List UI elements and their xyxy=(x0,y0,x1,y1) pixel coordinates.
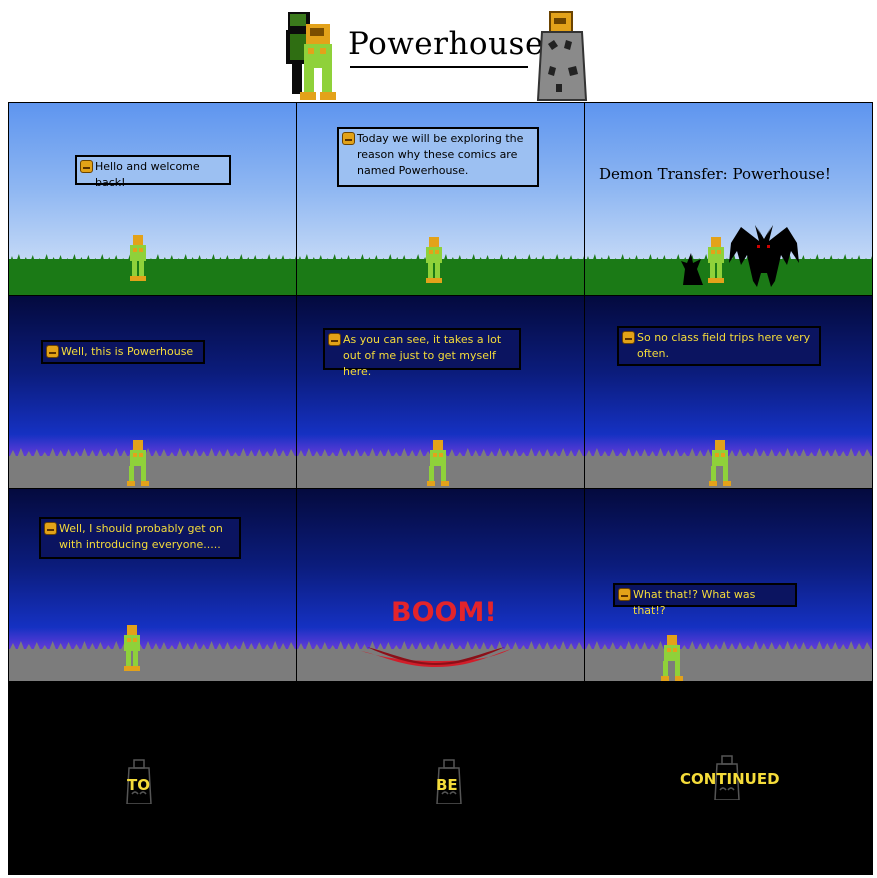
hero-figure xyxy=(708,237,724,283)
hero-figure xyxy=(124,625,140,671)
panel-4-1: TO xyxy=(8,681,297,875)
speech-bubble: Hello and welcome back! xyxy=(75,155,231,189)
panel-2-2: As you can see, it takes a lot out of me… xyxy=(296,295,585,489)
road-ground xyxy=(9,456,296,488)
speech-bubble: Well, this is Powerhouse xyxy=(41,340,205,364)
character-portrait-icon xyxy=(618,588,631,601)
speech-text: As you can see, it takes a lot out of me… xyxy=(343,333,502,378)
ending-word: CONTINUED xyxy=(680,770,780,788)
speech-bubble: So no class field trips here very often. xyxy=(617,326,821,366)
grass-ground xyxy=(9,259,296,295)
grass-ground xyxy=(297,259,584,295)
road-ground xyxy=(585,649,872,681)
comic-grid: Hello and welcome back! Today we will be… xyxy=(8,102,873,875)
ending-word: TO xyxy=(127,776,150,794)
character-portrait-icon xyxy=(80,160,93,173)
road-ground xyxy=(9,649,296,681)
ending-word: BE xyxy=(436,776,458,794)
hero-sprite xyxy=(286,12,336,100)
speech-bubble: Today we will be exploring the reason wh… xyxy=(337,127,539,187)
panel-1-1: Hello and welcome back! xyxy=(8,102,297,296)
hero-figure xyxy=(426,237,442,283)
comic-header: Powerhouse xyxy=(0,0,877,102)
character-portrait-icon xyxy=(46,345,59,358)
speech-bubble: What that!? What was that!? xyxy=(613,583,797,617)
panel-4-3: CONTINUED xyxy=(584,681,873,875)
hero-figure xyxy=(709,440,731,486)
panel-2-1: Well, this is Powerhouse xyxy=(8,295,297,489)
speech-text: Well, this is Powerhouse xyxy=(61,345,194,358)
panel-3-2: BOOM! xyxy=(296,488,585,682)
grass-ground xyxy=(585,259,872,295)
speech-text: Today we will be exploring the reason wh… xyxy=(357,132,524,177)
character-portrait-icon xyxy=(342,132,355,145)
explosion-burst xyxy=(361,647,511,667)
speech-text: Hello and welcome back! xyxy=(95,160,200,189)
panel-2-3: So no class field trips here very often. xyxy=(584,295,873,489)
hero-figure xyxy=(130,235,146,281)
speech-bubble: Well, I should probably get on with intr… xyxy=(39,517,241,559)
panel-caption: Demon Transfer: Powerhouse! xyxy=(599,165,831,183)
panel-1-3: Demon Transfer: Powerhouse! xyxy=(584,102,873,296)
hero-figure xyxy=(661,635,683,681)
character-portrait-icon xyxy=(44,522,57,535)
demon-silhouette xyxy=(729,225,799,287)
comic-title: Powerhouse xyxy=(348,26,544,62)
character-portrait-icon xyxy=(622,331,635,344)
panel-1-2: Today we will be exploring the reason wh… xyxy=(296,102,585,296)
panel-3-3: What that!? What was that!? xyxy=(584,488,873,682)
hero-figure xyxy=(127,440,149,486)
tombstone-icon xyxy=(436,759,462,804)
tombstone-icon xyxy=(126,759,152,804)
demon-silhouette xyxy=(681,253,703,285)
title-underline xyxy=(350,66,528,68)
boom-sound-effect: BOOM! xyxy=(391,597,497,628)
character-portrait-icon xyxy=(328,333,341,346)
stone-tower-icon xyxy=(536,11,588,101)
panel-4-2: BE xyxy=(296,681,585,875)
panel-3-1: Well, I should probably get on with intr… xyxy=(8,488,297,682)
speech-text: So no class field trips here very often. xyxy=(637,331,811,360)
hero-figure xyxy=(427,440,449,486)
speech-text: What that!? What was that!? xyxy=(633,588,756,617)
tombstone-icon xyxy=(714,755,740,800)
speech-text: Well, I should probably get on with intr… xyxy=(59,522,223,551)
speech-bubble: As you can see, it takes a lot out of me… xyxy=(323,328,521,378)
